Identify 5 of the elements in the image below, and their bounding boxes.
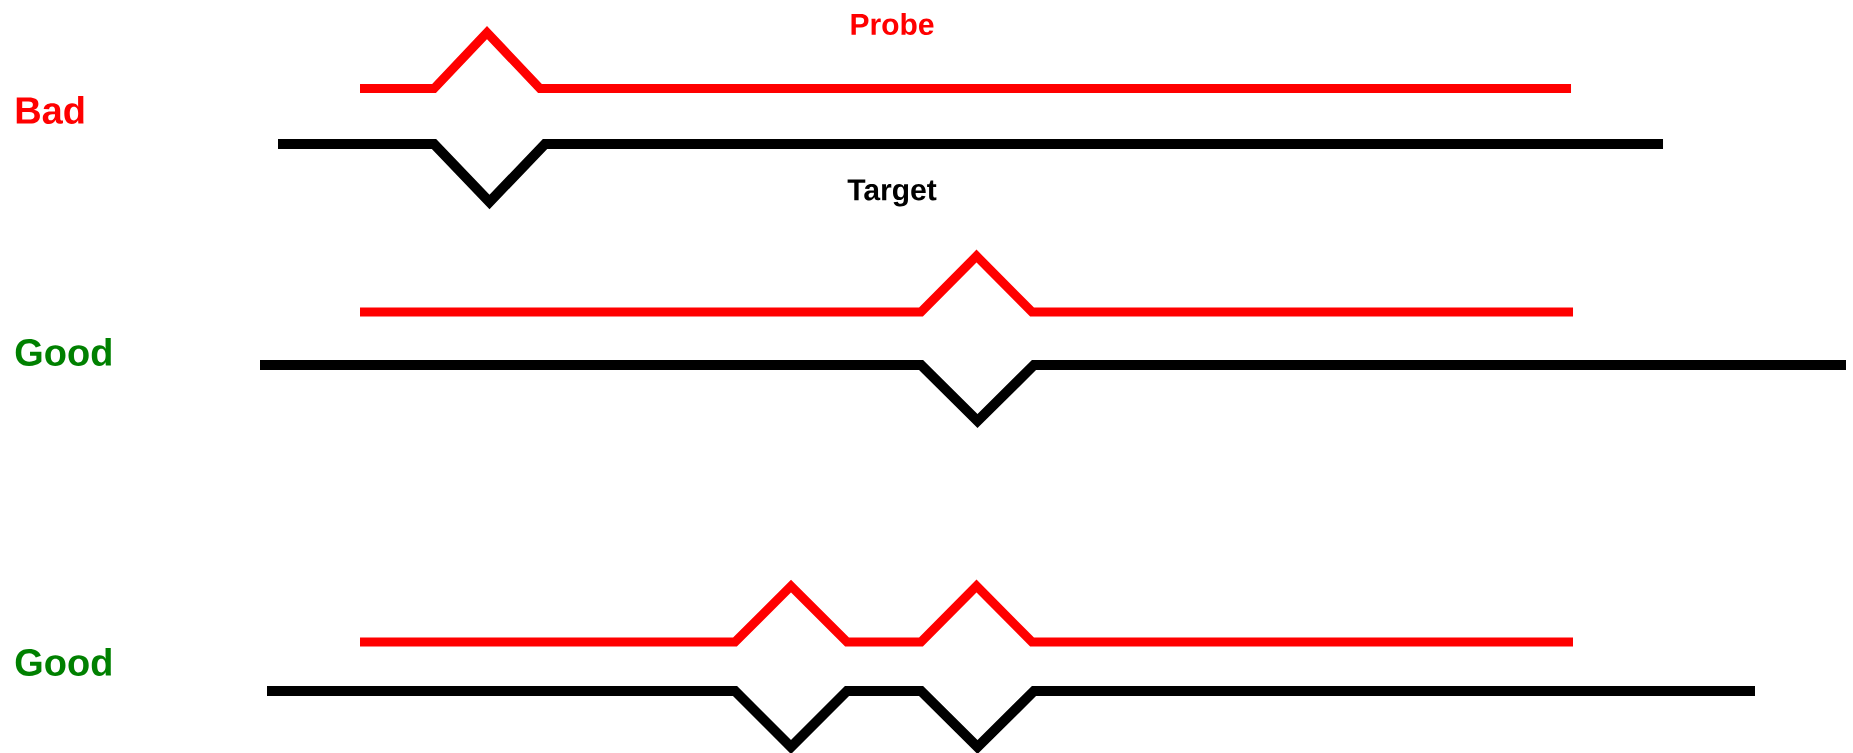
strand-label: Probe [851, 13, 934, 35]
strand-label: Target [847, 179, 937, 207]
verdict-label: Bad [16, 96, 84, 124]
verdict-label: Good [15, 338, 111, 366]
verdict-label: Good [15, 648, 111, 676]
